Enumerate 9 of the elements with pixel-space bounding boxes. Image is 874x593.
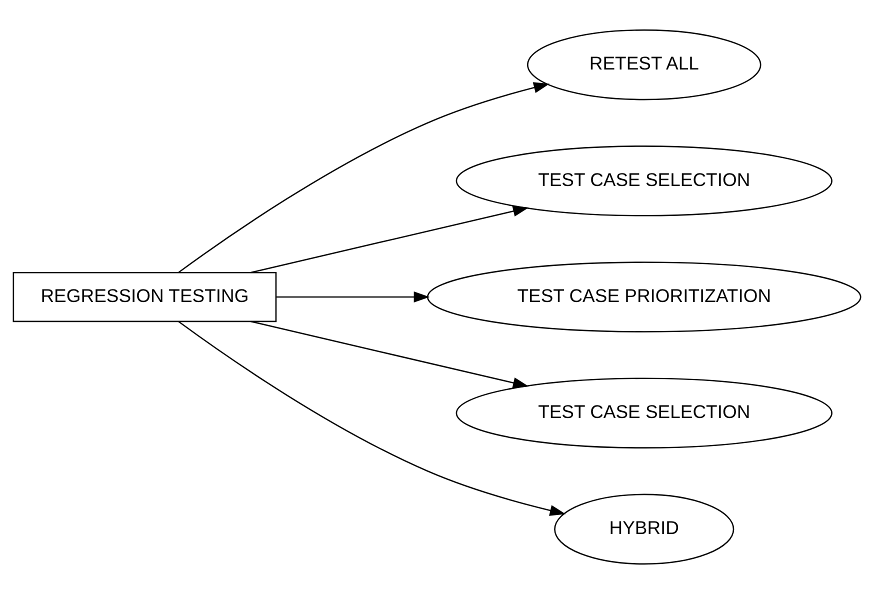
arrow xyxy=(250,320,529,388)
node-ellipse: HYBRID xyxy=(554,493,734,564)
node-ellipse: TEST CASE PRIORITIZATION xyxy=(426,261,862,332)
arrow xyxy=(250,205,529,273)
node-box: REGRESSION TESTING xyxy=(12,271,277,322)
arrow xyxy=(178,82,550,273)
arrow xyxy=(178,320,566,516)
node-ellipse: RETEST ALL xyxy=(527,28,762,100)
arrow xyxy=(276,290,430,302)
